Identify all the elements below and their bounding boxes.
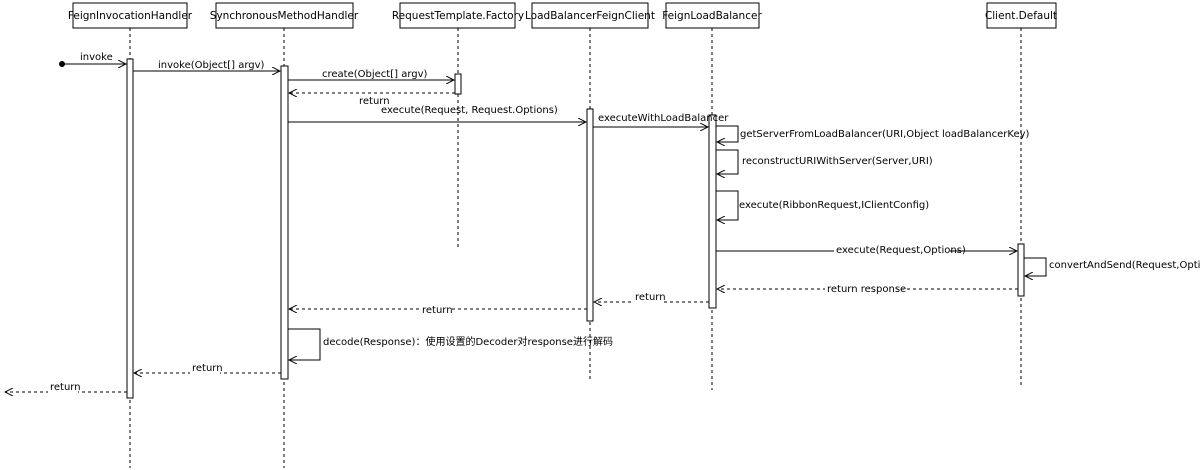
message-label-execute-request: execute(Request, Request.Options) — [381, 105, 558, 116]
activation-feign-invocation-handler — [126, 58, 134, 399]
participant-label: LoadBalancerFeignClient — [525, 10, 655, 22]
participant-synchronous-method-handler: SynchronousMethodHandler — [210, 2, 359, 29]
message-label-return-final: return — [50, 382, 81, 393]
message-arrow-get-server — [716, 125, 739, 142]
participant-request-template-factory: RequestTemplate.Factory — [392, 2, 524, 29]
message-label-return-smh: return — [192, 363, 223, 374]
participant-feign-load-balancer: FeignLoadBalancer — [662, 2, 762, 29]
message-label-execute-ribbon: execute(RibbonRequest,IClientConfig) — [739, 200, 929, 211]
participant-label: SynchronousMethodHandler — [210, 10, 359, 22]
participant-label: FeignInvocationHandler — [68, 10, 193, 22]
message-label-execute-with-load-balancer: executeWithLoadBalancer — [598, 113, 729, 124]
message-label-invoke: invoke — [80, 52, 113, 63]
activation-synchronous-method-handler — [280, 65, 289, 380]
message-label-decode: decode(Response)：使用设置的Decoder对response进行… — [323, 335, 613, 348]
message-label-convert-and-send: convertAndSend(Request,Options) — [1049, 260, 1200, 271]
message-arrow-convert-and-send — [1024, 257, 1047, 276]
message-arrow-execute-ribbon — [716, 190, 739, 220]
message-label-return-response: return response — [827, 284, 906, 295]
message-label-return-flb: return — [635, 292, 666, 303]
participant-label: RequestTemplate.Factory — [392, 10, 524, 22]
participant-label: FeignLoadBalancer — [662, 10, 762, 22]
message-label-get-server: getServerFromLoadBalancer(URI,Object loa… — [740, 129, 1030, 140]
message-label-reconstruct-uri: reconstructURIWithServer(Server,URI) — [742, 156, 933, 167]
message-label-return-create: return — [359, 96, 390, 107]
message-arrow-reconstruct-uri — [716, 149, 739, 174]
participant-load-balancer-feign-client: LoadBalancerFeignClient — [525, 2, 655, 29]
participant-client-default: Client.Default — [985, 2, 1057, 29]
activation-load-balancer-feign-client — [586, 108, 594, 322]
message-arrow-decode — [288, 328, 321, 360]
activation-feign-load-balancer — [708, 114, 717, 309]
participant-label: Client.Default — [985, 10, 1057, 22]
message-label-return-lbfc: return — [422, 305, 453, 316]
message-label-create: create(Object[] argv) — [322, 69, 428, 80]
message-label-execute-options: execute(Request,Options) — [836, 245, 966, 256]
message-label-invoke-argv: invoke(Object[] argv) — [158, 60, 265, 71]
participant-feign-invocation-handler: FeignInvocationHandler — [68, 2, 193, 29]
activation-client-default — [1017, 243, 1025, 297]
activation-request-template-factory — [454, 73, 462, 95]
